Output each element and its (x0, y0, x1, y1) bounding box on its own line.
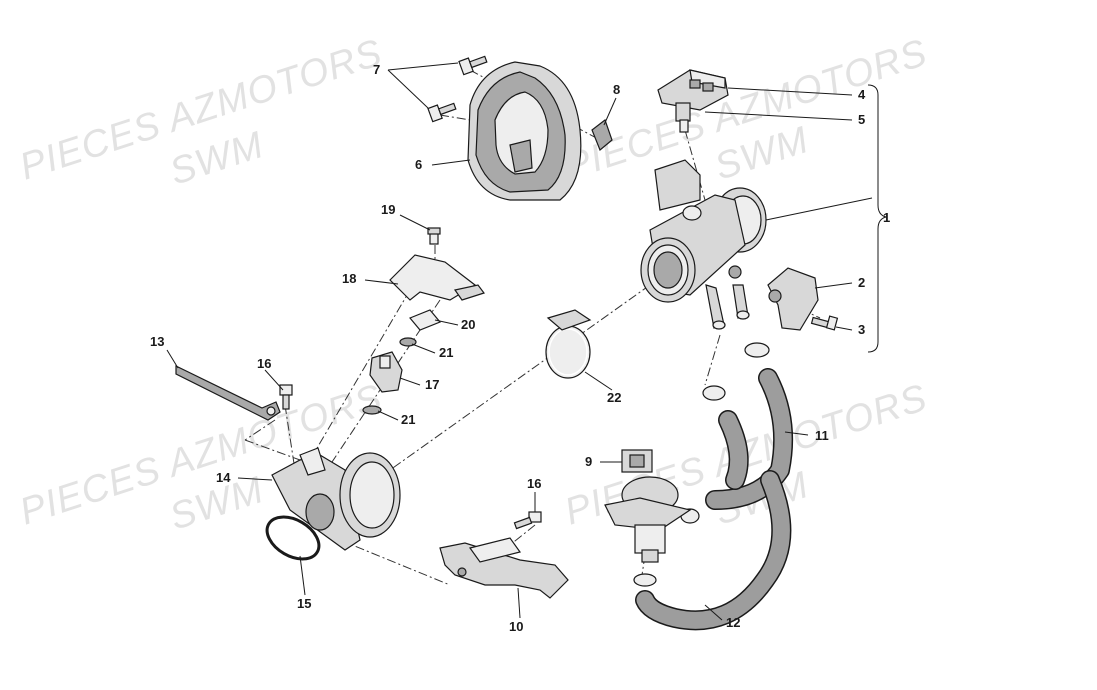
callout-19: 19 (381, 202, 395, 217)
callout-1: 1 (883, 210, 890, 225)
callout-21-upper: 21 (439, 345, 453, 360)
callout-6: 6 (415, 157, 422, 172)
callout-21-lower: 21 (401, 412, 415, 427)
callout-15: 15 (297, 596, 311, 611)
callout-labels: 1 2 3 4 5 6 7 8 9 10 11 12 13 14 15 16 1… (150, 62, 890, 634)
pressure-sensor-part (657, 69, 729, 133)
hose-clamps (633, 342, 770, 587)
bolt-parts-7 (427, 55, 488, 123)
callout-17: 17 (425, 377, 439, 392)
callout-20: 20 (461, 317, 475, 332)
throttle-body-part (640, 159, 767, 330)
callout-22: 22 (607, 390, 621, 405)
callout-3: 3 (858, 322, 865, 337)
solenoid-valve-part (604, 449, 692, 563)
throttle-position-sensor-part (767, 267, 819, 331)
leader-lines (166, 62, 887, 621)
callout-7: 7 (373, 62, 380, 77)
callout-10: 10 (509, 619, 523, 634)
airbox-cover-part (467, 61, 582, 201)
callout-8: 8 (613, 82, 620, 97)
hose-part-11 (705, 368, 794, 510)
callout-5: 5 (858, 112, 865, 127)
fuel-rail-part (389, 227, 485, 331)
callout-16-right: 16 (527, 476, 541, 491)
strap-part-13 (175, 365, 281, 421)
oring-part-15 (265, 515, 321, 561)
hose-part-12 (635, 470, 792, 631)
clip-part-8 (591, 119, 613, 151)
callout-9: 9 (585, 454, 592, 469)
callout-13: 13 (150, 334, 164, 349)
hose-clamp-part-22 (545, 309, 592, 379)
injector-part-17 (362, 337, 417, 415)
callout-16-left: 16 (257, 356, 271, 371)
callout-11: 11 (815, 428, 829, 443)
screw-part-3 (810, 315, 839, 331)
callout-4: 4 (858, 87, 866, 102)
callout-12: 12 (726, 615, 740, 630)
callout-14: 14 (216, 470, 231, 485)
screw-part-16-left (279, 384, 293, 410)
callout-18: 18 (342, 271, 356, 286)
bracket-part-10 (439, 537, 569, 599)
intake-manifold-part (271, 447, 401, 551)
screw-part-16-right (513, 511, 542, 530)
callout-2: 2 (858, 275, 865, 290)
